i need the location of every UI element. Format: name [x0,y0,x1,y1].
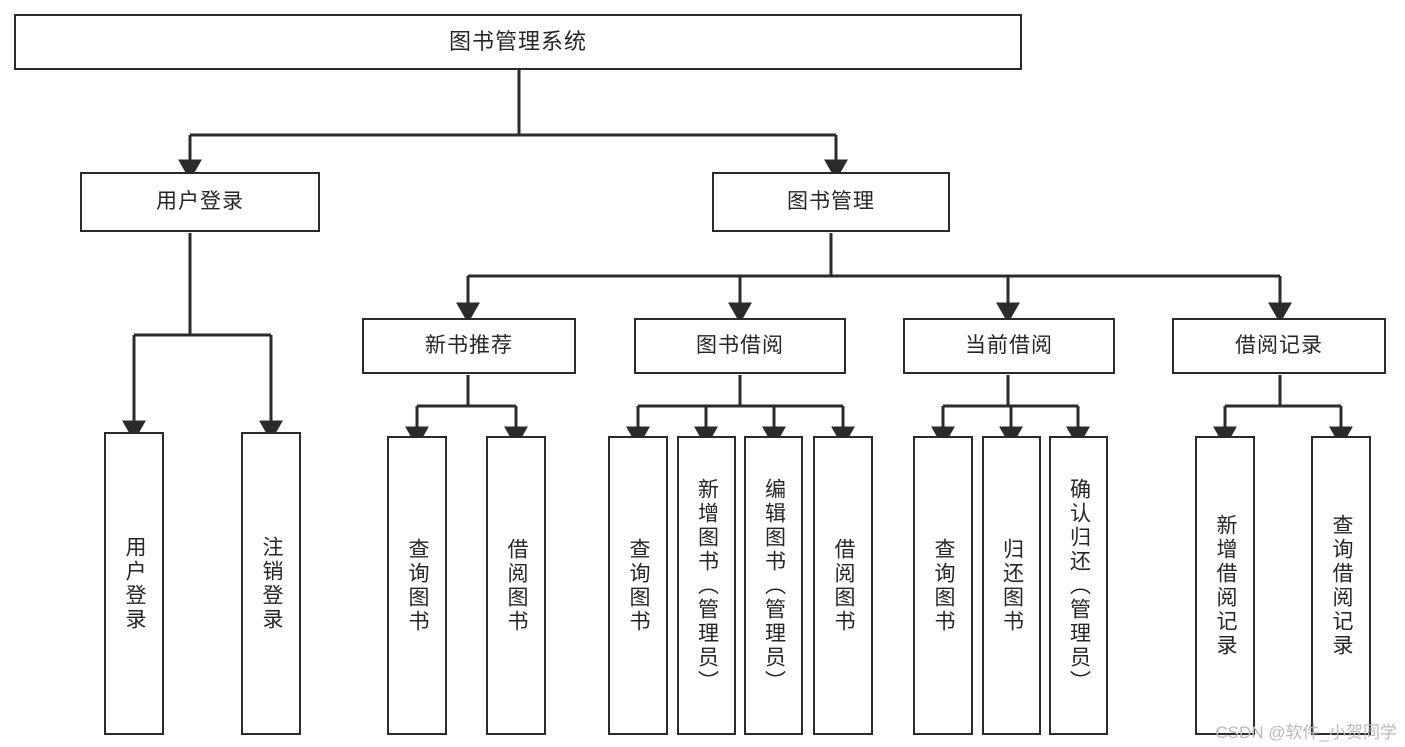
node-root-system[interactable]: 图书管理系统 [14,14,1022,70]
leaf-record-query[interactable]: 查询借阅记录 [1311,436,1371,735]
node-label: 借阅图书 [832,537,856,634]
leaf-current-return[interactable]: 归还图书 [982,436,1041,735]
leaf-current-confirm-admin[interactable]: 确认归还（管理员） [1049,436,1108,735]
leaf-borrow-query[interactable]: 查询图书 [608,436,668,735]
leaf-current-query[interactable]: 查询图书 [913,436,973,735]
leaf-user-logout[interactable]: 注销登录 [241,432,301,735]
node-label: 编辑图书（管理员） [762,477,786,694]
node-label: 注销登录 [260,535,284,632]
leaf-borrow-borrow[interactable]: 借阅图书 [813,436,873,735]
node-label: 查询借阅记录 [1330,513,1354,658]
leaf-borrow-edit-admin[interactable]: 编辑图书（管理员） [744,436,803,735]
node-user-login[interactable]: 用户登录 [80,172,320,232]
node-label: 确认归还（管理员） [1067,477,1091,694]
node-label: 图书管理 [787,190,875,214]
node-label: 新增图书（管理员） [695,477,719,694]
leaf-record-add[interactable]: 新增借阅记录 [1195,436,1255,735]
node-label: 查询图书 [406,537,430,634]
leaf-newbook-query[interactable]: 查询图书 [387,436,447,735]
leaf-borrow-add-admin[interactable]: 新增图书（管理员） [677,436,736,735]
node-label: 新增借阅记录 [1214,513,1238,658]
node-new-book-recommend[interactable]: 新书推荐 [362,318,576,374]
csdn-watermark: CSDN @软件_小贺同学 [1215,723,1397,742]
node-borrow-records[interactable]: 借阅记录 [1172,318,1386,374]
node-label: 图书管理系统 [448,28,587,54]
node-book-management[interactable]: 图书管理 [712,172,950,232]
node-label: 借阅记录 [1235,334,1323,358]
leaf-newbook-borrow[interactable]: 借阅图书 [486,436,546,735]
node-current-borrow[interactable]: 当前借阅 [903,318,1115,374]
node-label: 图书借阅 [696,334,784,358]
node-label: 当前借阅 [965,334,1053,358]
node-label: 归还图书 [1000,537,1024,634]
node-label: 查询图书 [932,537,956,634]
node-book-borrow[interactable]: 图书借阅 [634,318,846,374]
node-label: 用户登录 [156,190,244,214]
node-label: 用户登录 [123,535,147,632]
leaf-user-login[interactable]: 用户登录 [104,432,164,735]
node-label: 新书推荐 [425,334,513,358]
node-label: 借阅图书 [505,537,529,634]
node-label: 查询图书 [627,537,651,634]
